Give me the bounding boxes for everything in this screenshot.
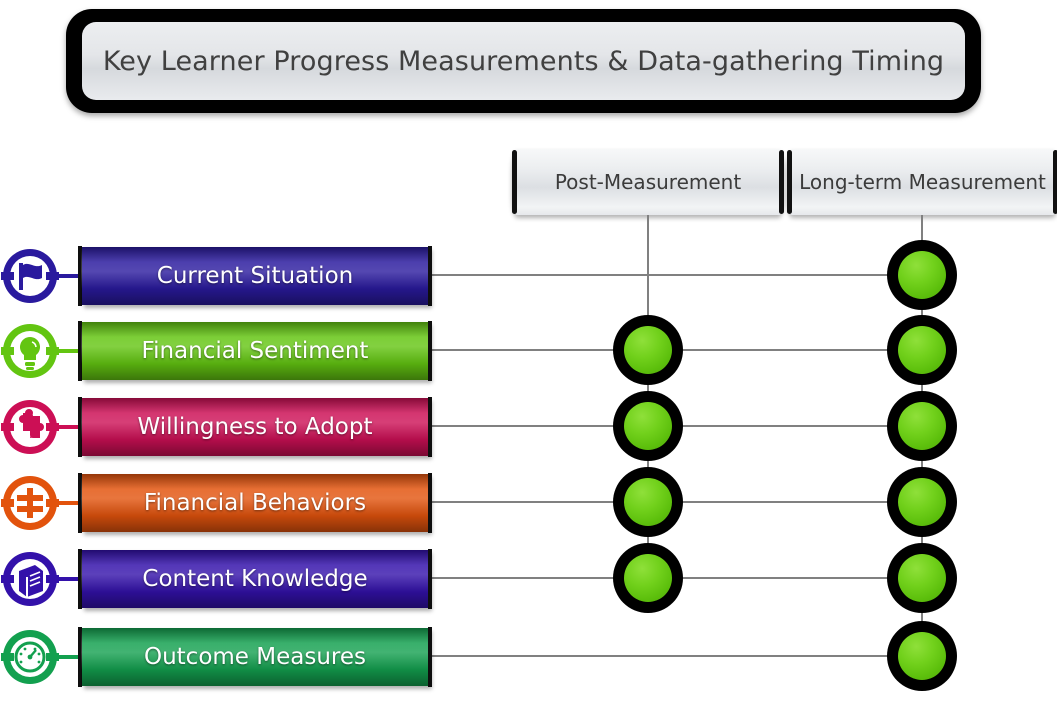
measurement-dot-fill: [898, 251, 946, 299]
measurement-dot[interactable]: [887, 543, 957, 613]
row-label: Outcome Measures: [143, 644, 366, 670]
row-label: Financial Sentiment: [141, 338, 369, 364]
row-horizontal-line: [424, 655, 922, 657]
measurement-dot-fill: [624, 402, 672, 450]
measurement-dot[interactable]: [887, 315, 957, 385]
measurement-dot-fill: [898, 554, 946, 602]
title-frame: Key Learner Progress Measurements & Data…: [66, 9, 981, 113]
measurement-dot-fill: [898, 402, 946, 450]
row-label-bar[interactable]: Financial Sentiment: [78, 321, 432, 381]
icon-bar-connector: [52, 349, 84, 353]
row-label-bar[interactable]: Outcome Measures: [78, 627, 432, 687]
column-header-post-measurement[interactable]: Post-Measurement: [512, 149, 784, 215]
row-label-bar[interactable]: Current Situation: [78, 246, 432, 306]
icon-bar-connector: [52, 274, 84, 278]
flag-icon: [1, 247, 59, 305]
column-header-long-term-measurement[interactable]: Long-term Measurement: [787, 149, 1057, 215]
measurement-dot-fill: [898, 326, 946, 374]
page-title: Key Learner Progress Measurements & Data…: [102, 45, 945, 77]
measurement-dot[interactable]: [887, 391, 957, 461]
measurement-dot[interactable]: [613, 467, 683, 537]
icon-bar-connector: [52, 501, 84, 505]
measurement-dot-fill: [624, 478, 672, 526]
title-panel: Key Learner Progress Measurements & Data…: [82, 22, 965, 100]
row-label: Willingness to Adopt: [137, 414, 373, 440]
icon-bar-connector: [52, 655, 84, 659]
measurement-dot[interactable]: [613, 543, 683, 613]
row-label-bar[interactable]: Financial Behaviors: [78, 473, 432, 533]
measurement-dot-fill: [898, 478, 946, 526]
gauge-icon: [1, 628, 59, 686]
signpost-icon: [1, 474, 59, 532]
measurement-dot[interactable]: [887, 467, 957, 537]
puzzle-piece-icon: [1, 398, 59, 456]
column-header-label: Post-Measurement: [554, 170, 742, 194]
row-label: Current Situation: [156, 263, 354, 289]
measurement-dot-fill: [624, 554, 672, 602]
measurement-dot[interactable]: [613, 391, 683, 461]
row-label: Content Knowledge: [142, 566, 368, 592]
icon-bar-connector: [52, 577, 84, 581]
row-label-bar[interactable]: Willingness to Adopt: [78, 397, 432, 457]
measurement-dot[interactable]: [887, 621, 957, 691]
row-label-bar[interactable]: Content Knowledge: [78, 549, 432, 609]
book-icon: [1, 550, 59, 608]
row-label: Financial Behaviors: [143, 490, 367, 516]
measurement-dot-fill: [624, 326, 672, 374]
column-header-label: Long-term Measurement: [799, 170, 1046, 194]
measurement-dot[interactable]: [887, 240, 957, 310]
measurement-dot[interactable]: [613, 315, 683, 385]
row-horizontal-line: [424, 274, 922, 276]
icon-bar-connector: [52, 425, 84, 429]
lightbulb-icon: [1, 322, 59, 380]
measurement-dot-fill: [898, 632, 946, 680]
